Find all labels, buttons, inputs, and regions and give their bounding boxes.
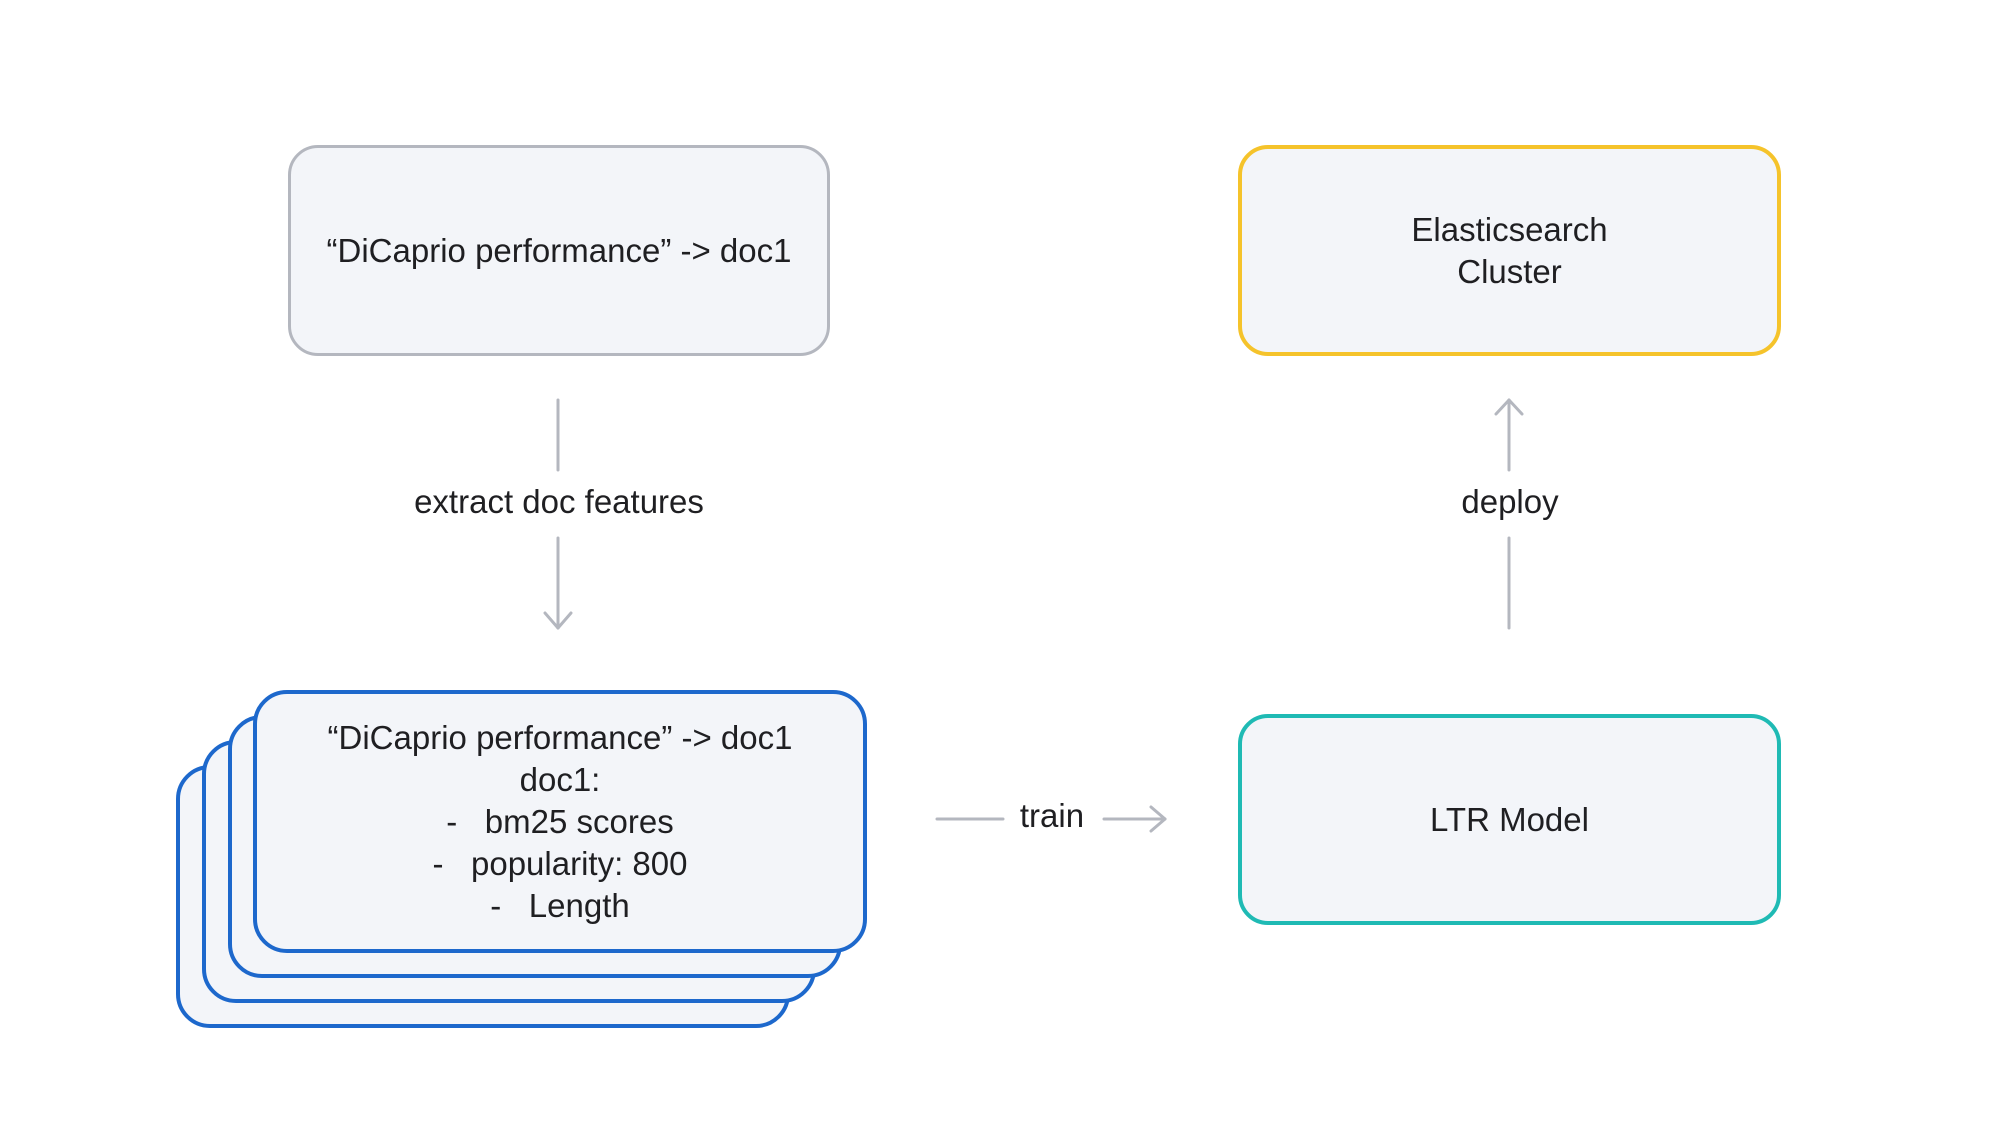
deploy-arrowhead [1494, 398, 1524, 416]
feature-item: - Length [490, 886, 630, 924]
extract-doc-features-label: extract doc features [414, 483, 704, 520]
feature-item: - bm25 scores [446, 802, 674, 840]
deploy-label: deploy [1461, 483, 1559, 520]
feature-card-doc: doc1: [519, 760, 601, 798]
feature-card: “DiCaprio performance” -> doc1 doc1: - b… [253, 690, 867, 953]
train-label: train [1019, 797, 1085, 834]
query-text: “DiCaprio performance” -> doc1 [326, 231, 792, 269]
elasticsearch-cluster-box: Elasticsearch Cluster [1238, 145, 1781, 356]
ltr-model-box: LTR Model [1238, 714, 1781, 925]
query-box: “DiCaprio performance” -> doc1 [288, 145, 830, 356]
elasticsearch-line1: Elasticsearch [1411, 210, 1608, 248]
elasticsearch-line2: Cluster [1457, 252, 1562, 290]
extract-arrowhead [543, 611, 573, 630]
feature-card-query: “DiCaprio performance” -> doc1 [327, 718, 793, 756]
feature-item: - popularity: 800 [432, 844, 688, 882]
train-arrowhead [1149, 805, 1167, 833]
ltr-model-text: LTR Model [1430, 800, 1589, 838]
